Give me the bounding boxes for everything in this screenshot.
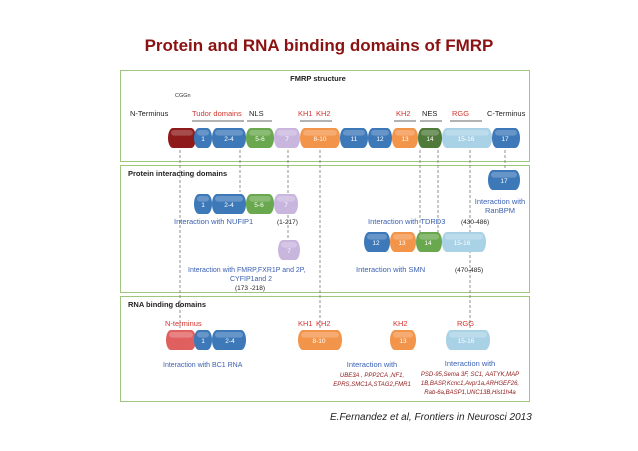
seg-5-6-label: 5-6 (255, 136, 265, 143)
nufip-range: (1-217) (277, 219, 298, 226)
kh2-label-b: KH2 (396, 109, 411, 118)
p-seg-5-6-label: 5-6 (254, 202, 264, 209)
seg-11 (340, 128, 368, 148)
smn-seg-13-label: 13 (398, 240, 406, 247)
fmrp-range: (173 -218) (235, 285, 265, 292)
seg-5-6 (246, 128, 274, 148)
rna-n-terminus (166, 330, 196, 350)
p-seg-1 (194, 194, 212, 214)
tdrd3-interaction: Interaction with TDRD3 (368, 217, 445, 226)
smn-seg-15-16 (442, 232, 486, 252)
rna-seg-2-4-label: 2-4 (225, 338, 235, 345)
seg-7 (274, 128, 300, 148)
seg-1 (194, 128, 212, 148)
rna-seg-13-label: 13 (399, 338, 407, 345)
ranbpm-interaction-line2: RanBPM (485, 206, 515, 215)
tudor-domains-label: Tudor domains (192, 109, 242, 118)
seg-15-16-label: 15-16 (458, 136, 475, 143)
nes-label: NES (422, 109, 437, 118)
p-seg-5-6 (246, 194, 274, 214)
seg-17 (492, 128, 520, 148)
ranbpm-seg-17 (488, 170, 520, 190)
smn-seg-13 (390, 232, 416, 252)
dashed-connectors (179, 120, 506, 330)
structure-heading: FMRP structure (290, 74, 346, 83)
p-seg-7b (278, 240, 300, 260)
kh-interaction-line1: UBE3A , PPP2CA ,NF1, (340, 373, 404, 379)
nufip-interaction: Interaction with NUFIP1 (174, 217, 253, 226)
smn-seg-14-label: 14 (424, 240, 432, 247)
rna-n-terminus-label: N-terminus (165, 319, 202, 328)
domain-shapes (166, 128, 520, 350)
rna-seg-1-label: 1 (201, 338, 205, 345)
seg-13-label: 13 (401, 136, 409, 143)
seg-2-4-label: 2-4 (224, 136, 234, 143)
smn-range: (470-485) (455, 267, 483, 274)
fmrp-interaction-line1: Interaction with FMRP,FXR1P and 2P, (188, 267, 306, 274)
ranbpm-seg-17-label: 17 (500, 178, 508, 185)
seg-2-4 (212, 128, 246, 148)
kh-interaction-title: Interaction with (347, 360, 397, 369)
seg-17-label: 17 (501, 136, 509, 143)
kh-interaction-line2: EPRS,SMC1A,STAG2,FMR1 (333, 382, 411, 388)
rna-seg-1 (194, 330, 212, 350)
seg-14 (418, 128, 442, 148)
p-seg-2-4 (212, 194, 246, 214)
seg-1-label: 1 (201, 136, 205, 143)
seg-8-10 (300, 128, 340, 148)
rna-seg-8-10 (298, 330, 342, 350)
rna-kh2-label-a: KH2 (316, 319, 331, 328)
bc1-interaction: Interaction with BC1 RNA (163, 362, 243, 369)
smn-interaction: Interaction with SMN (356, 265, 425, 274)
p-seg-1-label: 1 (201, 202, 205, 209)
kh1-label: KH1 (298, 109, 313, 118)
seg-14-label: 14 (426, 136, 434, 143)
c-terminus-label: C-Terminus (487, 109, 526, 118)
rna-seg-15-16-label: 15-16 (458, 338, 475, 345)
seg-12 (368, 128, 392, 148)
rgg-interaction-title: Interaction with (445, 359, 495, 368)
cggn-label: CGGn (175, 93, 191, 99)
n-terminus-label: N-Terminus (130, 109, 169, 118)
seg-13 (392, 128, 418, 148)
rgg-interaction-line1: PSD-95,Sema 3F, SC1, AATYK,MAP (421, 372, 519, 378)
smn-seg-14 (416, 232, 442, 252)
kh2-label-a: KH2 (316, 109, 331, 118)
seg-12-label: 12 (376, 136, 384, 143)
smn-seg-12 (364, 232, 390, 252)
tdrd3-range: (430-486) (461, 219, 489, 226)
fmrp-interaction-line2: CYFIP1and 2 (230, 276, 272, 283)
protein-domains-panel (120, 165, 530, 293)
seg-15-16 (442, 128, 492, 148)
figure-title: Protein and RNA binding domains of FMRP (144, 36, 494, 55)
rgg-label: RGG (452, 109, 469, 118)
citation: E.Fernandez et al, Frontiers in Neurosci… (330, 412, 532, 423)
rna-seg-13 (390, 330, 416, 350)
rna-seg-8-10-label: 8-10 (312, 338, 325, 345)
rna-heading: RNA binding domains (128, 300, 206, 309)
rna-seg-15-16 (446, 330, 490, 350)
rna-rgg-label: RGG (457, 319, 474, 328)
cggn-region (168, 128, 196, 148)
smn-seg-15-16-label: 15-16 (454, 240, 471, 247)
smn-seg-12-label: 12 (372, 240, 380, 247)
protein-heading: Protein interacting domains (128, 169, 227, 178)
seg-8-10-label: 8-10 (313, 136, 326, 143)
p-seg-7b-label: 7 (287, 248, 291, 255)
ranbpm-interaction-line1: Interaction with (475, 197, 525, 206)
rgg-interaction-line3: Rab-6a,BASP1,UNC13B,Hist1h4a (424, 390, 516, 396)
p-seg-7-label: 7 (284, 202, 288, 209)
rgg-interaction-line2: 1B,BASP,Kcnc1,Avpr1a,ARHGEF26, (421, 381, 519, 387)
rna-kh1-label: KH1 (298, 319, 313, 328)
p-seg-7 (274, 194, 298, 214)
seg-7-label: 7 (285, 136, 289, 143)
rna-kh2-label-b: KH2 (393, 319, 408, 328)
rna-seg-2-4 (212, 330, 246, 350)
seg-11-label: 11 (351, 136, 358, 143)
p-seg-2-4-label: 2-4 (224, 202, 234, 209)
nls-label: NLS (249, 109, 264, 118)
